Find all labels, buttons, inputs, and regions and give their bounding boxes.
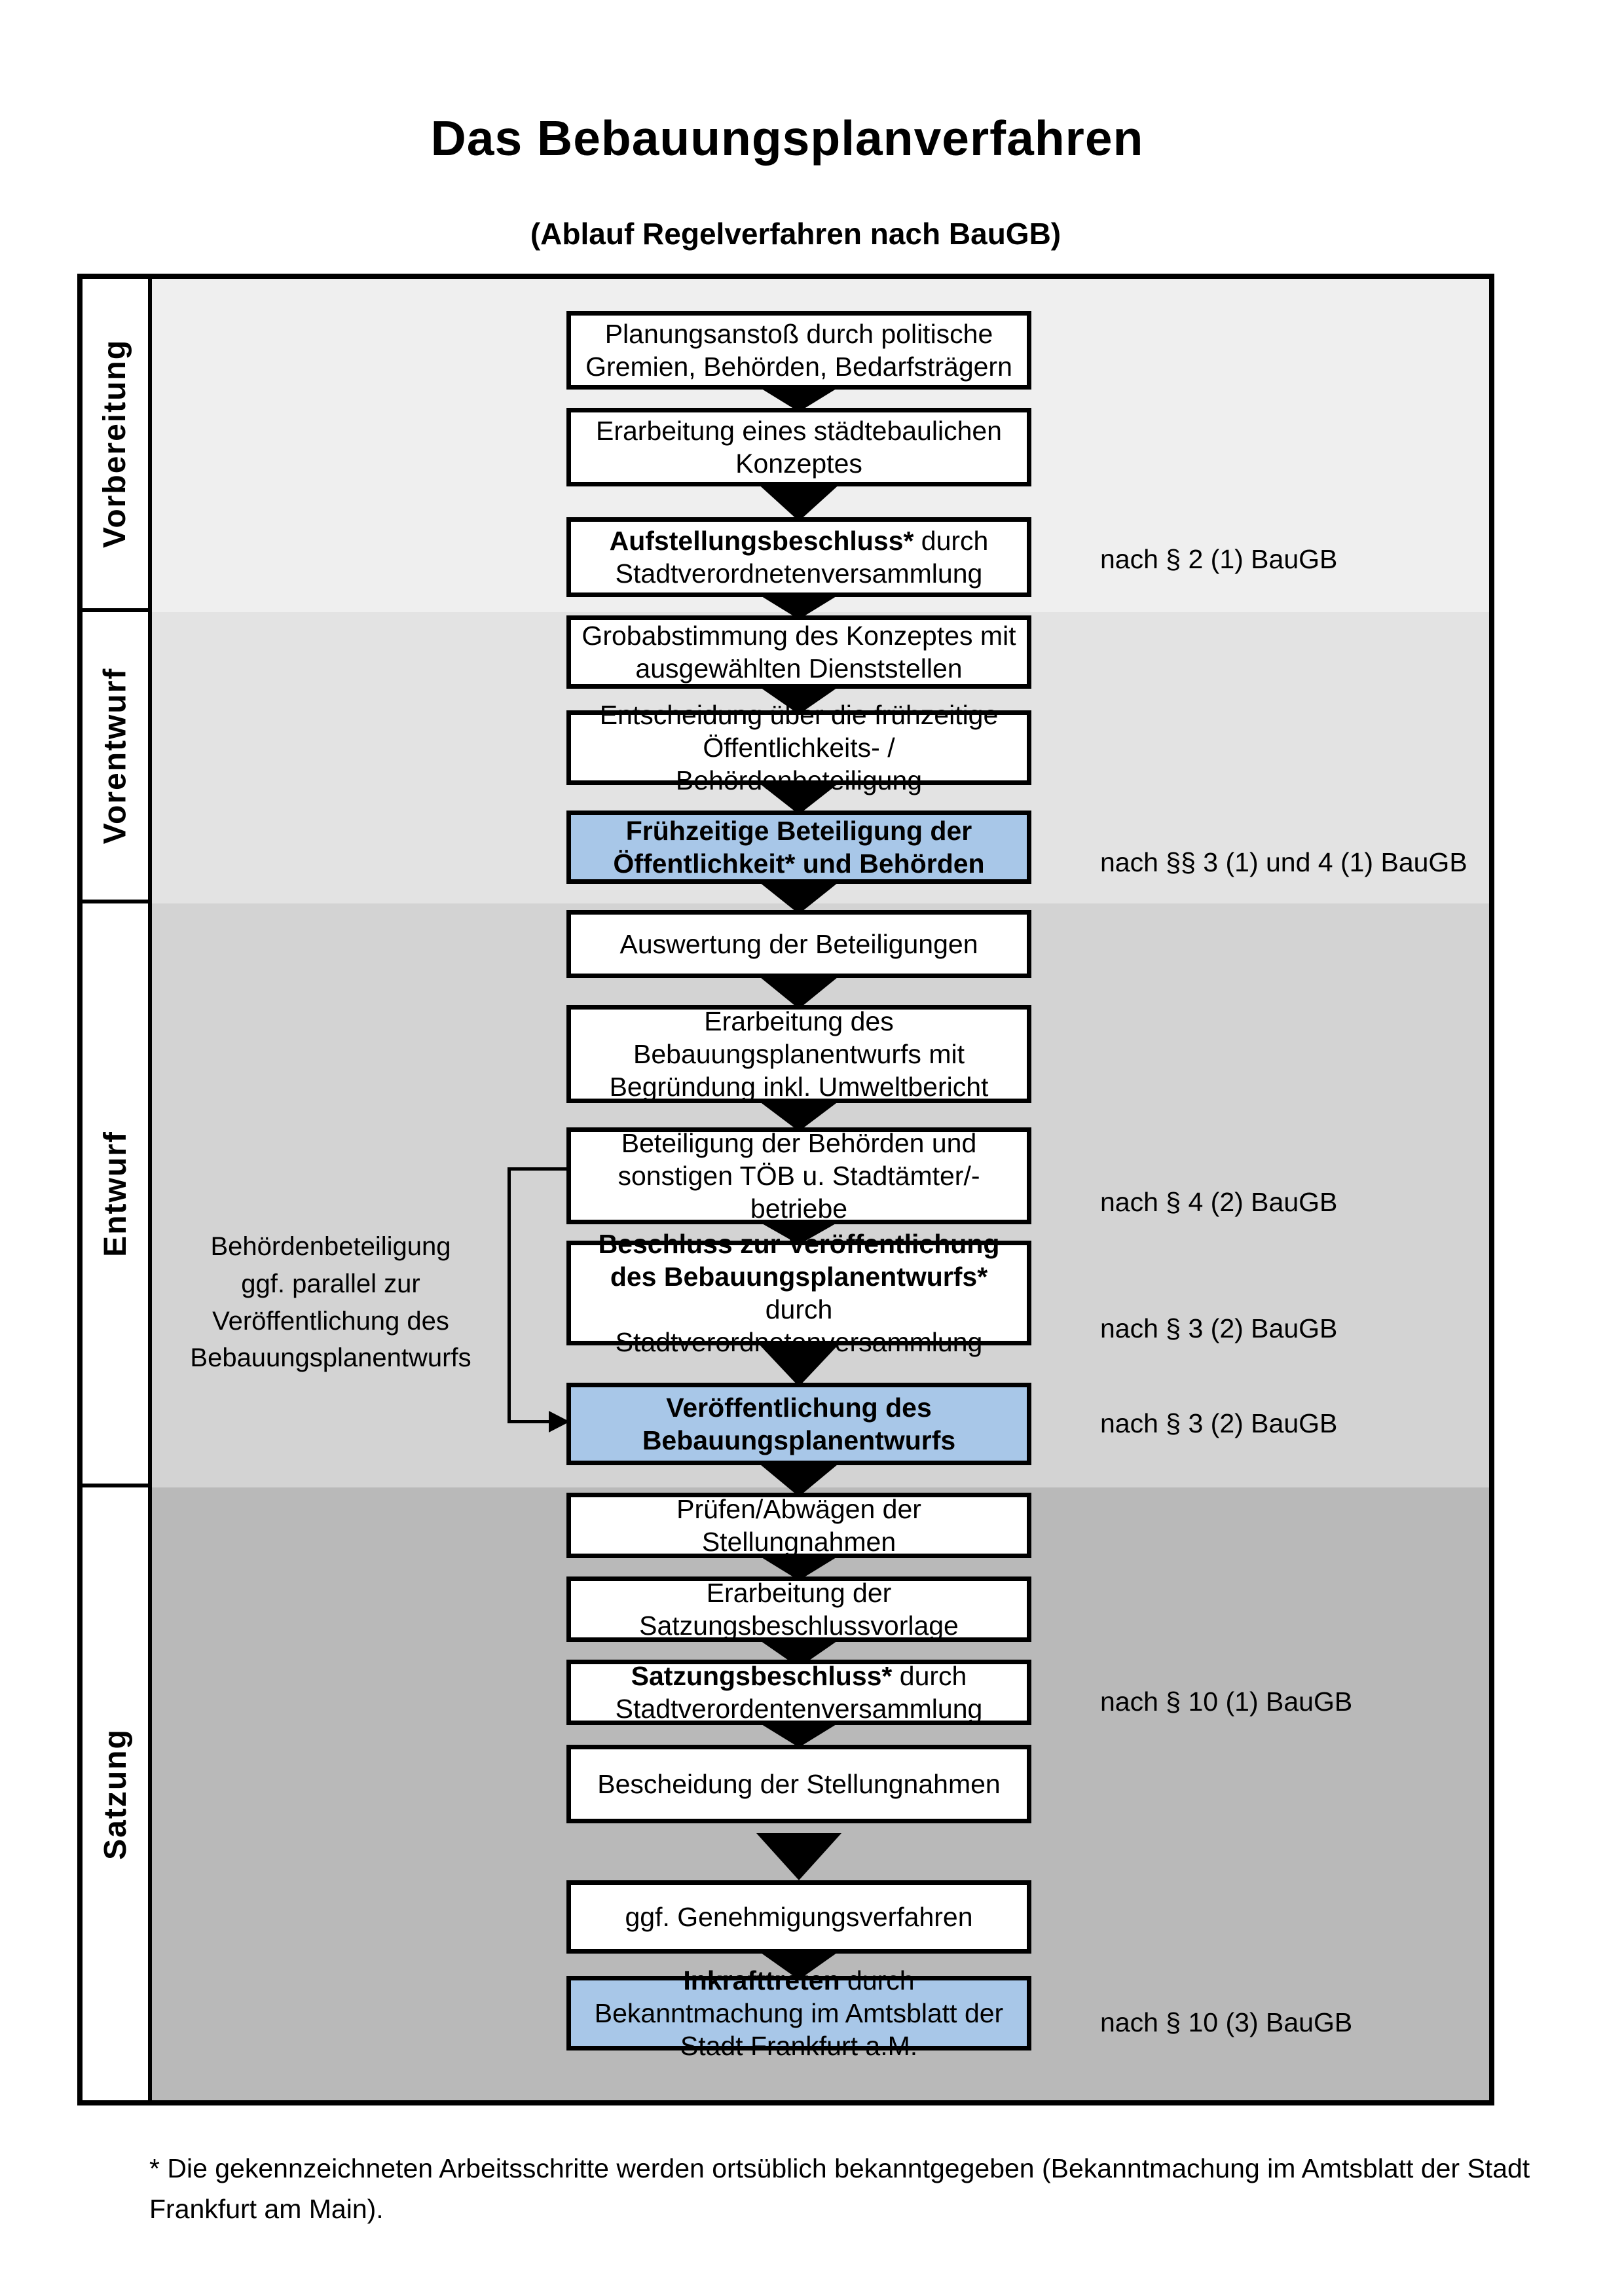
step-text-bold: Beschluss zur Veröffentlichung des Bebau…	[598, 1228, 1000, 1292]
phase-label-vorbereitung: Vorbereitung	[83, 279, 148, 612]
step-text: Entscheidung über die frühzeitige Öffent…	[599, 699, 999, 796]
flow-step-auswertung: Auswertung der Beteiligungen	[566, 910, 1031, 978]
legal-reference: nach § 3 (2) BauGB	[1100, 1313, 1338, 1343]
bracket-line-bottom	[507, 1420, 552, 1423]
flow-step-planungsanstoss: Planungsanstoß durch politische Gremien,…	[566, 311, 1031, 390]
step-text-bold: Inkrafttreten	[683, 1965, 840, 1995]
step-text: durch Stadtverordnetenversammlung	[615, 1294, 983, 1358]
phase-label-text: Vorentwurf	[98, 667, 133, 845]
step-text: Bescheidung der Stellungnahmen	[597, 1768, 1001, 1799]
step-text: Grobabstimmung des Konzeptes mit ausgewä…	[581, 620, 1016, 683]
step-text: Erarbeitung der Satzungsbeschlussvorlage	[639, 1577, 959, 1641]
flow-step-genehmigungsverfahren: ggf. Genehmigungsverfahren	[566, 1880, 1031, 1954]
page-subtitle: (Ablauf Regelverfahren nach BauGB)	[530, 217, 1061, 251]
step-text: Beteiligung der Behörden und sonstigen T…	[618, 1127, 980, 1224]
flow-step-bescheidung: Bescheidung der Stellungnahmen	[566, 1745, 1031, 1823]
step-text: Erarbeitung eines städtebaulichen Konzep…	[596, 415, 1002, 479]
step-text: ggf. Genehmigungsverfahren	[625, 1901, 973, 1932]
phase-label-text: Vorbereitung	[98, 338, 133, 549]
flow-step-grobabstimmung: Grobabstimmung des Konzeptes mit ausgewä…	[566, 615, 1031, 689]
flow-step-konzept: Erarbeitung eines städtebaulichen Konzep…	[566, 408, 1031, 486]
legal-reference: nach § 4 (2) BauGB	[1100, 1187, 1338, 1217]
flow-step-entscheidung: Entscheidung über die frühzeitige Öffent…	[566, 700, 1031, 795]
phase-label-satzung: Satzung	[83, 1487, 148, 2100]
step-text: durch Bekanntmachung im Amtsblatt der St…	[594, 1965, 1004, 2062]
phase-label-vorentwurf: Vorentwurf	[83, 612, 148, 903]
flow-step-aufstellungsbeschluss: Aufstellungsbeschluss* durch Stadtverord…	[566, 517, 1031, 597]
step-text-bold: Frühzeitige Beteiligung der Öffentlichke…	[613, 815, 985, 879]
phase-label-text: Entwurf	[98, 1130, 133, 1257]
step-text-bold: Veröffentlichung des Bebauungsplanentwur…	[642, 1392, 956, 1455]
step-text: Prüfen/Abwägen der Stellungnahmen	[676, 1493, 921, 1557]
side-annotation: Behördenbeteiligung ggf. parallel zur Ve…	[190, 1232, 471, 1373]
flow-step-beteiligung-behoerden: Beteiligung der Behörden und sonstigen T…	[566, 1127, 1031, 1224]
page-title: Das Bebauungsplanverfahren	[430, 111, 1144, 166]
step-text: Erarbeitung des Bebauungsplanentwurfs mi…	[609, 1006, 989, 1102]
step-text-bold: Aufstellungsbeschluss*	[609, 525, 914, 556]
legal-reference: nach § 10 (1) BauGB	[1100, 1686, 1353, 1717]
flow-step-erarbeitung-entwurf: Erarbeitung des Bebauungsplanentwurfs mi…	[566, 1005, 1031, 1103]
legal-reference: nach § 3 (2) BauGB	[1100, 1408, 1338, 1438]
legal-reference: nach § 2 (1) BauGB	[1100, 544, 1338, 574]
footnote: * Die gekennzeichneten Arbeitsschritte w…	[149, 2153, 1530, 2224]
step-text: Planungsanstoß durch politische Gremien,…	[585, 318, 1012, 382]
flow-step-satzungsbeschluss: Satzungsbeschluss* durch Stadtverordente…	[566, 1660, 1031, 1725]
legal-reference: nach § 10 (3) BauGB	[1100, 2007, 1353, 2037]
step-text: durch Stadtverordnetenversammlung	[615, 525, 989, 589]
flow-step-satzungsvorlage: Erarbeitung der Satzungsbeschlussvorlage	[566, 1576, 1031, 1642]
phase-label-text: Satzung	[98, 1728, 133, 1860]
legal-reference: nach §§ 3 (1) und 4 (1) BauGB	[1100, 847, 1467, 877]
bracket-line-top	[507, 1167, 566, 1171]
flow-step-fruehzeitige-beteiligung: Frühzeitige Beteiligung der Öffentlichke…	[566, 811, 1031, 884]
flow-step-veroeffentlichung: Veröffentlichung des Bebauungsplanentwur…	[566, 1383, 1031, 1465]
flow-step-pruefen-abwaegen: Prüfen/Abwägen der Stellungnahmen	[566, 1493, 1031, 1558]
step-text: durch Stadtverordentenversammlung	[615, 1660, 983, 1724]
label-column-divider	[148, 279, 152, 2100]
step-text-bold: Satzungsbeschluss*	[631, 1660, 893, 1691]
bracket-line-vertical	[507, 1167, 511, 1423]
phase-label-entwurf: Entwurf	[83, 903, 148, 1487]
step-text: Auswertung der Beteiligungen	[619, 928, 978, 959]
flow-step-inkrafttreten: Inkrafttreten durch Bekanntmachung im Am…	[566, 1965, 1031, 2061]
flow-step-beschluss-veroeffentlichung: Beschluss zur Veröffentlichung des Bebau…	[566, 1229, 1031, 1357]
